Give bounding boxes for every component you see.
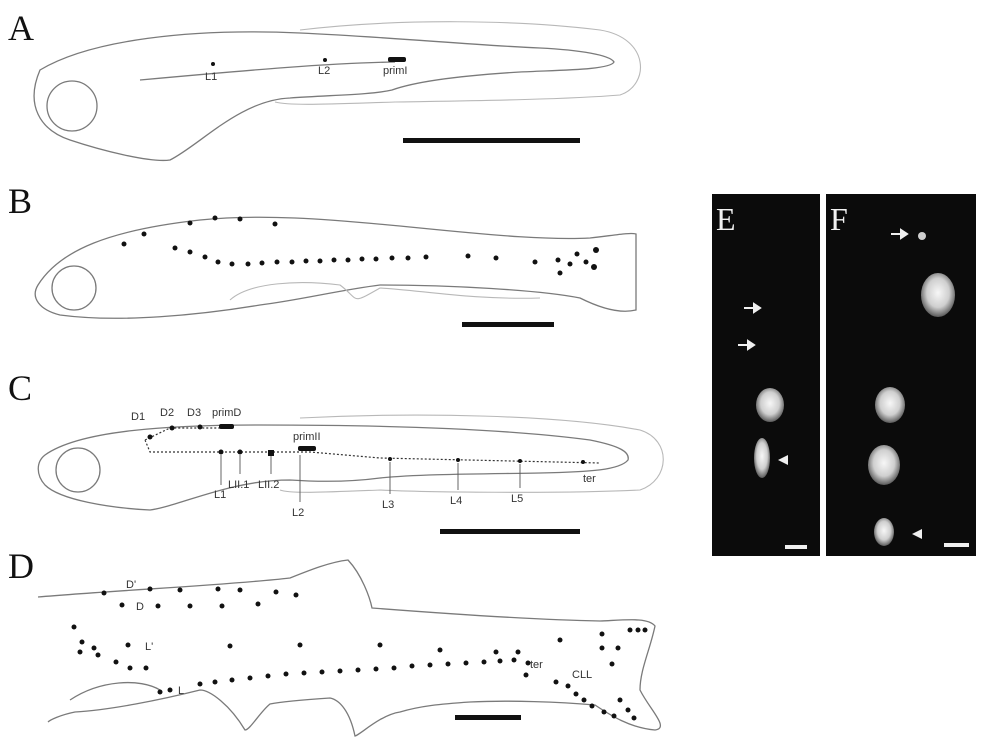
neuromast-a-l1	[211, 62, 215, 66]
label-a-prim: primI	[383, 65, 407, 77]
label-c-primd: primD	[212, 407, 241, 419]
cell-e-2	[754, 438, 770, 478]
label-c-l5: L5	[511, 493, 523, 505]
panel-d: D D' D	[8, 546, 660, 736]
label-c-l4: L4	[450, 495, 462, 507]
panel-e: E	[712, 194, 820, 556]
label-d-dprime: D'	[126, 579, 136, 591]
label-d-ter: ter	[530, 659, 543, 671]
label-c-l3: L3	[382, 499, 394, 511]
label-a-l1: L1	[205, 71, 217, 83]
label-c-l1: L1	[214, 489, 226, 501]
label-c-l2: L2	[292, 507, 304, 519]
embryo-c-outline	[38, 425, 628, 510]
panel-f: F	[826, 194, 976, 556]
panel-letter-f: F	[830, 201, 848, 237]
panel-letter-e: E	[716, 201, 736, 237]
label-a-l2: L2	[318, 65, 330, 77]
scale-bar-c	[440, 529, 580, 534]
neuromast-dots-b	[122, 216, 600, 276]
label-c-ter: ter	[583, 473, 596, 485]
panel-letter-c: C	[8, 368, 32, 408]
panel-b: B	[8, 181, 636, 327]
label-d-d: D	[136, 601, 144, 613]
label-d-lprime: L'	[145, 641, 153, 653]
label-c-primii: primII	[293, 431, 321, 443]
panel-c: C D1 D2 D3 primD primII LII	[8, 368, 663, 534]
cell-f-1	[921, 273, 955, 317]
lateral-line-a	[140, 62, 395, 80]
micrograph-f	[826, 194, 976, 556]
cell-f-small	[918, 232, 926, 240]
primordium-a	[388, 57, 406, 62]
label-d-l: L	[178, 685, 184, 697]
primordium-ii	[298, 446, 316, 451]
cell-f-2	[875, 387, 905, 423]
panel-letter-b: B	[8, 181, 32, 221]
scale-bar-e	[785, 545, 807, 549]
cell-f-3	[868, 445, 900, 485]
cell-e-1	[756, 388, 784, 422]
scale-bar-a	[403, 138, 580, 143]
label-c-lii1: LII.1	[228, 479, 249, 491]
label-c-d3: D3	[187, 407, 201, 419]
label-c-d2: D2	[160, 407, 174, 419]
scale-bar-f	[944, 543, 969, 547]
panel-letter-d: D	[8, 546, 34, 586]
eye-b	[52, 266, 96, 310]
label-c-lii2: LII.2	[258, 479, 279, 491]
gill-d	[70, 683, 160, 700]
label-d-cll: CLL	[572, 669, 592, 681]
panel-a: A L1 L2 primI	[8, 8, 640, 160]
neuromast-a-l2	[323, 58, 327, 62]
scale-bar-b	[462, 322, 554, 327]
primordium-d	[219, 424, 234, 429]
panel-letter-a: A	[8, 8, 34, 48]
label-c-d1: D1	[131, 411, 145, 423]
eye-c	[56, 448, 100, 492]
larva-b-outline	[35, 217, 636, 318]
eye-a	[47, 81, 97, 131]
scale-bar-d	[455, 715, 521, 720]
cell-f-4	[874, 518, 894, 546]
micrograph-e	[712, 194, 820, 556]
